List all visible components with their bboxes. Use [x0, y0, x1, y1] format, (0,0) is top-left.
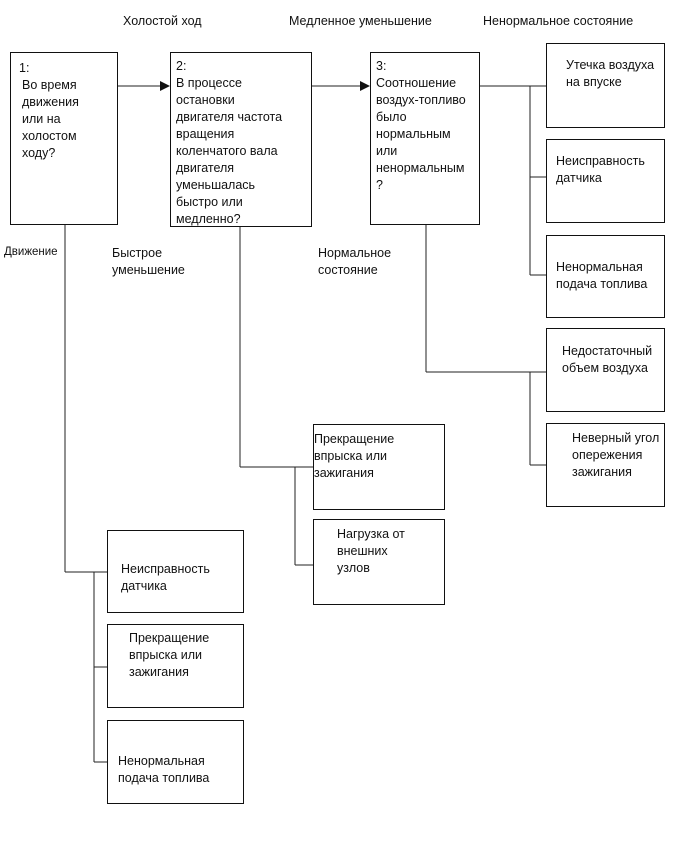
question-box-2: 2: В процессе остановки двигателя частот… — [170, 52, 312, 227]
header-idle: Холостой ход — [123, 14, 202, 28]
question-2-number: 2: — [176, 59, 187, 73]
header-abnormal-state: Ненормальное состояние — [483, 14, 634, 28]
result-external-load: Нагрузка от внешних узлов — [313, 519, 445, 605]
result-cutoff-mid: Прекращение впрыска или зажигания — [313, 424, 445, 510]
result-external-load-text: Нагрузка от внешних узлов — [337, 527, 405, 575]
result-sensor-fault-left-text: Неисправность датчика — [121, 562, 210, 593]
arrowhead-q2-q3 — [360, 81, 370, 91]
result-cutoff-left-text: Прекращение впрыска или зажигания — [129, 631, 210, 679]
result-ignition-timing-text: Неверный угол опережения зажигания — [572, 431, 660, 479]
question-box-1: 1: Во время движения или на холостом ход… — [10, 52, 118, 225]
result-sensor-fault-right: Неисправность датчика — [546, 139, 665, 223]
header-slow-decrease: Медленное уменьшение — [289, 14, 432, 28]
result-fuel-feed-left: Ненормальная подача топлива — [107, 720, 244, 804]
result-air-leak-text: Утечка воздуха на впуске — [566, 58, 655, 89]
question-box-3: 3: Соотношение воздух-топливо было норма… — [370, 52, 480, 225]
result-fuel-feed-right-text: Ненормальная подача топлива — [556, 260, 648, 291]
result-cutoff-left: Прекращение впрыска или зажигания — [107, 624, 244, 708]
result-insufficient-air: Недостаточный объем воздуха — [546, 328, 665, 412]
result-ignition-timing: Неверный угол опережения зажигания — [546, 423, 665, 507]
question-3-text: Соотношение воздух-топливо было нормальн… — [376, 76, 466, 192]
label-fast-decrease: Быстрое уменьшение — [112, 246, 185, 277]
label-movement: Движение — [4, 246, 58, 258]
arrowhead-q1-q2 — [160, 81, 170, 91]
result-sensor-fault-right-text: Неисправность датчика — [556, 154, 645, 185]
result-insufficient-air-text: Недостаточный объем воздуха — [562, 344, 653, 375]
label-normal-state: Нормальное состояние — [318, 246, 392, 277]
question-1-text: Во время движения или на холостом ходу? — [22, 78, 79, 160]
result-fuel-feed-right: Ненормальная подача топлива — [546, 235, 665, 318]
question-1-number: 1: — [19, 61, 30, 75]
question-3-number: 3: — [376, 59, 387, 73]
result-cutoff-mid-text: Прекращение впрыска или зажигания — [314, 432, 395, 480]
result-fuel-feed-left-text: Ненормальная подача топлива — [118, 754, 210, 785]
result-sensor-fault-left: Неисправность датчика — [107, 530, 244, 613]
result-air-leak: Утечка воздуха на впуске — [546, 43, 665, 128]
question-2-text: В процессе остановки двигателя частота в… — [176, 76, 283, 226]
